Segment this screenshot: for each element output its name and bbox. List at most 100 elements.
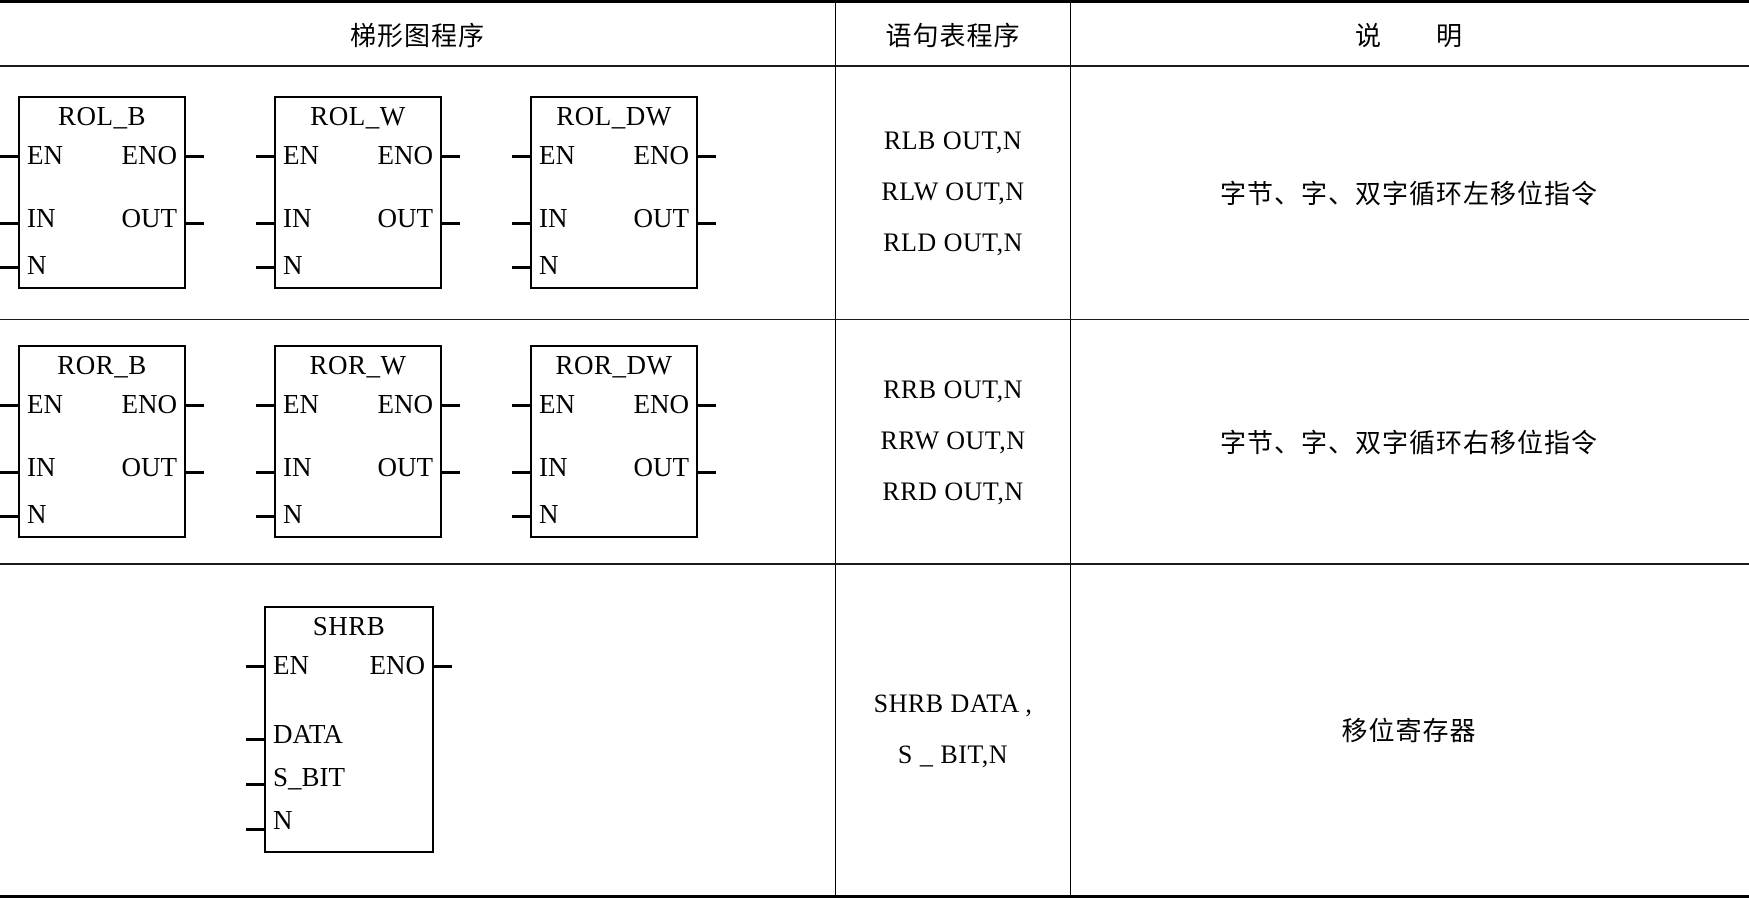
function-block-shrb: SHRB EN ENO DATA S_BIT [246, 606, 452, 853]
table-row: SHRB EN ENO DATA S_BIT [0, 564, 1749, 895]
fb-title: ROL_W [310, 101, 406, 131]
fb-pin-out: OUT [377, 203, 434, 233]
fb-pin-in: IN [27, 203, 56, 233]
statement-line: SHRB DATA , [873, 688, 1033, 718]
table-header-row: 梯形图程序 语句表程序 说 明 [0, 3, 1749, 65]
fb-body: ROL_W EN ENO IN OUT N [256, 96, 460, 289]
fb-pin-data: DATA [273, 719, 343, 749]
function-block-ror-dw: ROR_DW EN ENO IN OUT N [512, 345, 716, 538]
fb-pin-n: N [27, 499, 47, 529]
fb-pin-in: IN [27, 452, 56, 482]
pin-stub-out [184, 471, 204, 474]
fb-pin-en: EN [283, 389, 319, 419]
fb-body: ROL_DW EN ENO IN OUT N [512, 96, 716, 289]
pin-stub-out [696, 222, 716, 225]
pin-stub-n [0, 515, 20, 518]
statement-line: RRB OUT,N [883, 375, 1023, 405]
fb-pin-in: IN [283, 203, 312, 233]
fb-pin-out: OUT [121, 203, 178, 233]
header-cell-statement: 语句表程序 [835, 3, 1071, 65]
fb-title: ROR_B [57, 350, 147, 380]
pin-stub-eno [184, 404, 204, 407]
pin-stub-out [184, 222, 204, 225]
pin-stub-eno [440, 155, 460, 158]
statement-line: RLD OUT,N [883, 227, 1023, 257]
fb-pin-out: OUT [633, 203, 690, 233]
pin-stub-n [256, 515, 276, 518]
fb-pin-n: N [539, 250, 559, 280]
fb-body: ROR_B EN ENO IN OUT N [0, 345, 204, 538]
pin-stub-eno [440, 404, 460, 407]
pin-stub-out [440, 471, 460, 474]
fb-pin-out: OUT [121, 452, 178, 482]
fb-pin-n: N [283, 499, 303, 529]
function-block-rol-w: ROL_W EN ENO IN OUT N [256, 96, 460, 289]
description-cell-rotate-right: 字节、字、双字循环右移位指令 [1071, 320, 1747, 563]
description-text: 移位寄存器 [1341, 717, 1477, 747]
header-label-ladder: 梯形图程序 [349, 21, 485, 52]
pin-stub-n [512, 515, 532, 518]
fb-title: ROR_W [309, 350, 407, 380]
fb-title: SHRB [312, 611, 386, 641]
fb-pin-en: EN [273, 650, 309, 680]
description-cell-rotate-left: 字节、字、双字循环左移位指令 [1071, 67, 1747, 319]
fb-pin-n: N [27, 250, 47, 280]
fb-body: ROR_DW EN ENO IN OUT N [512, 345, 716, 538]
statement-line: RLB OUT,N [883, 126, 1023, 156]
fb-pin-eno: ENO [121, 140, 178, 170]
fb-pin-out: OUT [633, 452, 690, 482]
ladder-cell-shift-register: SHRB EN ENO DATA S_BIT [0, 565, 835, 895]
pin-stub-n [256, 266, 276, 269]
header-label-statement: 语句表程序 [885, 21, 1021, 52]
fb-pin-eno: ENO [369, 650, 426, 680]
pin-stub-en [0, 404, 20, 407]
pin-stub-in [256, 222, 276, 225]
row-divider [0, 318, 1749, 320]
fb-pin-n: N [539, 499, 559, 529]
row-divider [0, 563, 1749, 565]
table-row: ROL_B EN ENO IN OUT N [0, 66, 1749, 319]
pin-stub-eno [696, 155, 716, 158]
fb-body: ROR_W EN ENO IN OUT N [256, 345, 460, 538]
fb-pin-en: EN [27, 389, 63, 419]
pin-stub-en [246, 665, 266, 668]
description-text: 字节、字、双字循环左移位指令 [1219, 180, 1598, 210]
fb-pin-eno: ENO [633, 140, 690, 170]
pin-stub-eno [696, 404, 716, 407]
pin-stub-en [256, 404, 276, 407]
pin-stub-sbit [246, 783, 266, 786]
statement-line: S _ BIT,N [897, 739, 1009, 769]
pin-stub-out [696, 471, 716, 474]
statement-cell-rotate-right: RRB OUT,N RRW OUT,N RRD OUT,N [835, 320, 1071, 563]
pin-stub-in [512, 222, 532, 225]
ladder-cell-rotate-right: ROR_B EN ENO IN OUT N [0, 320, 835, 563]
table-top-border [0, 0, 1749, 3]
statement-cell-shift-register: SHRB DATA , S _ BIT,N [835, 564, 1071, 895]
pin-stub-n [512, 266, 532, 269]
pin-stub-in [0, 222, 20, 225]
description-text: 字节、字、双字循环右移位指令 [1219, 429, 1598, 459]
fb-pin-sbit: S_BIT [273, 762, 346, 792]
function-block-ror-b: ROR_B EN ENO IN OUT N [0, 345, 204, 538]
statement-line: RLW OUT,N [881, 177, 1025, 207]
pin-stub-en [256, 155, 276, 158]
fb-pin-eno: ENO [377, 389, 434, 419]
description-cell-shift-register: 移位寄存器 [1071, 565, 1747, 895]
pin-stub-en [512, 404, 532, 407]
pin-stub-eno [432, 665, 452, 668]
table-bottom-border [0, 894, 1749, 898]
header-bottom-border [0, 65, 1749, 67]
pin-stub-data [246, 738, 266, 741]
fb-body: ROL_B EN ENO IN OUT N [0, 96, 204, 289]
pin-stub-in [256, 471, 276, 474]
function-block-ror-w: ROR_W EN ENO IN OUT N [256, 345, 460, 538]
fb-pin-en: EN [27, 140, 63, 170]
pin-stub-in [512, 471, 532, 474]
fb-pin-en: EN [539, 140, 575, 170]
fb-title: ROL_DW [556, 101, 672, 131]
fb-pin-eno: ENO [377, 140, 434, 170]
fb-pin-out: OUT [377, 452, 434, 482]
fb-pin-en: EN [283, 140, 319, 170]
fb-body: SHRB EN ENO DATA S_BIT [246, 606, 452, 853]
